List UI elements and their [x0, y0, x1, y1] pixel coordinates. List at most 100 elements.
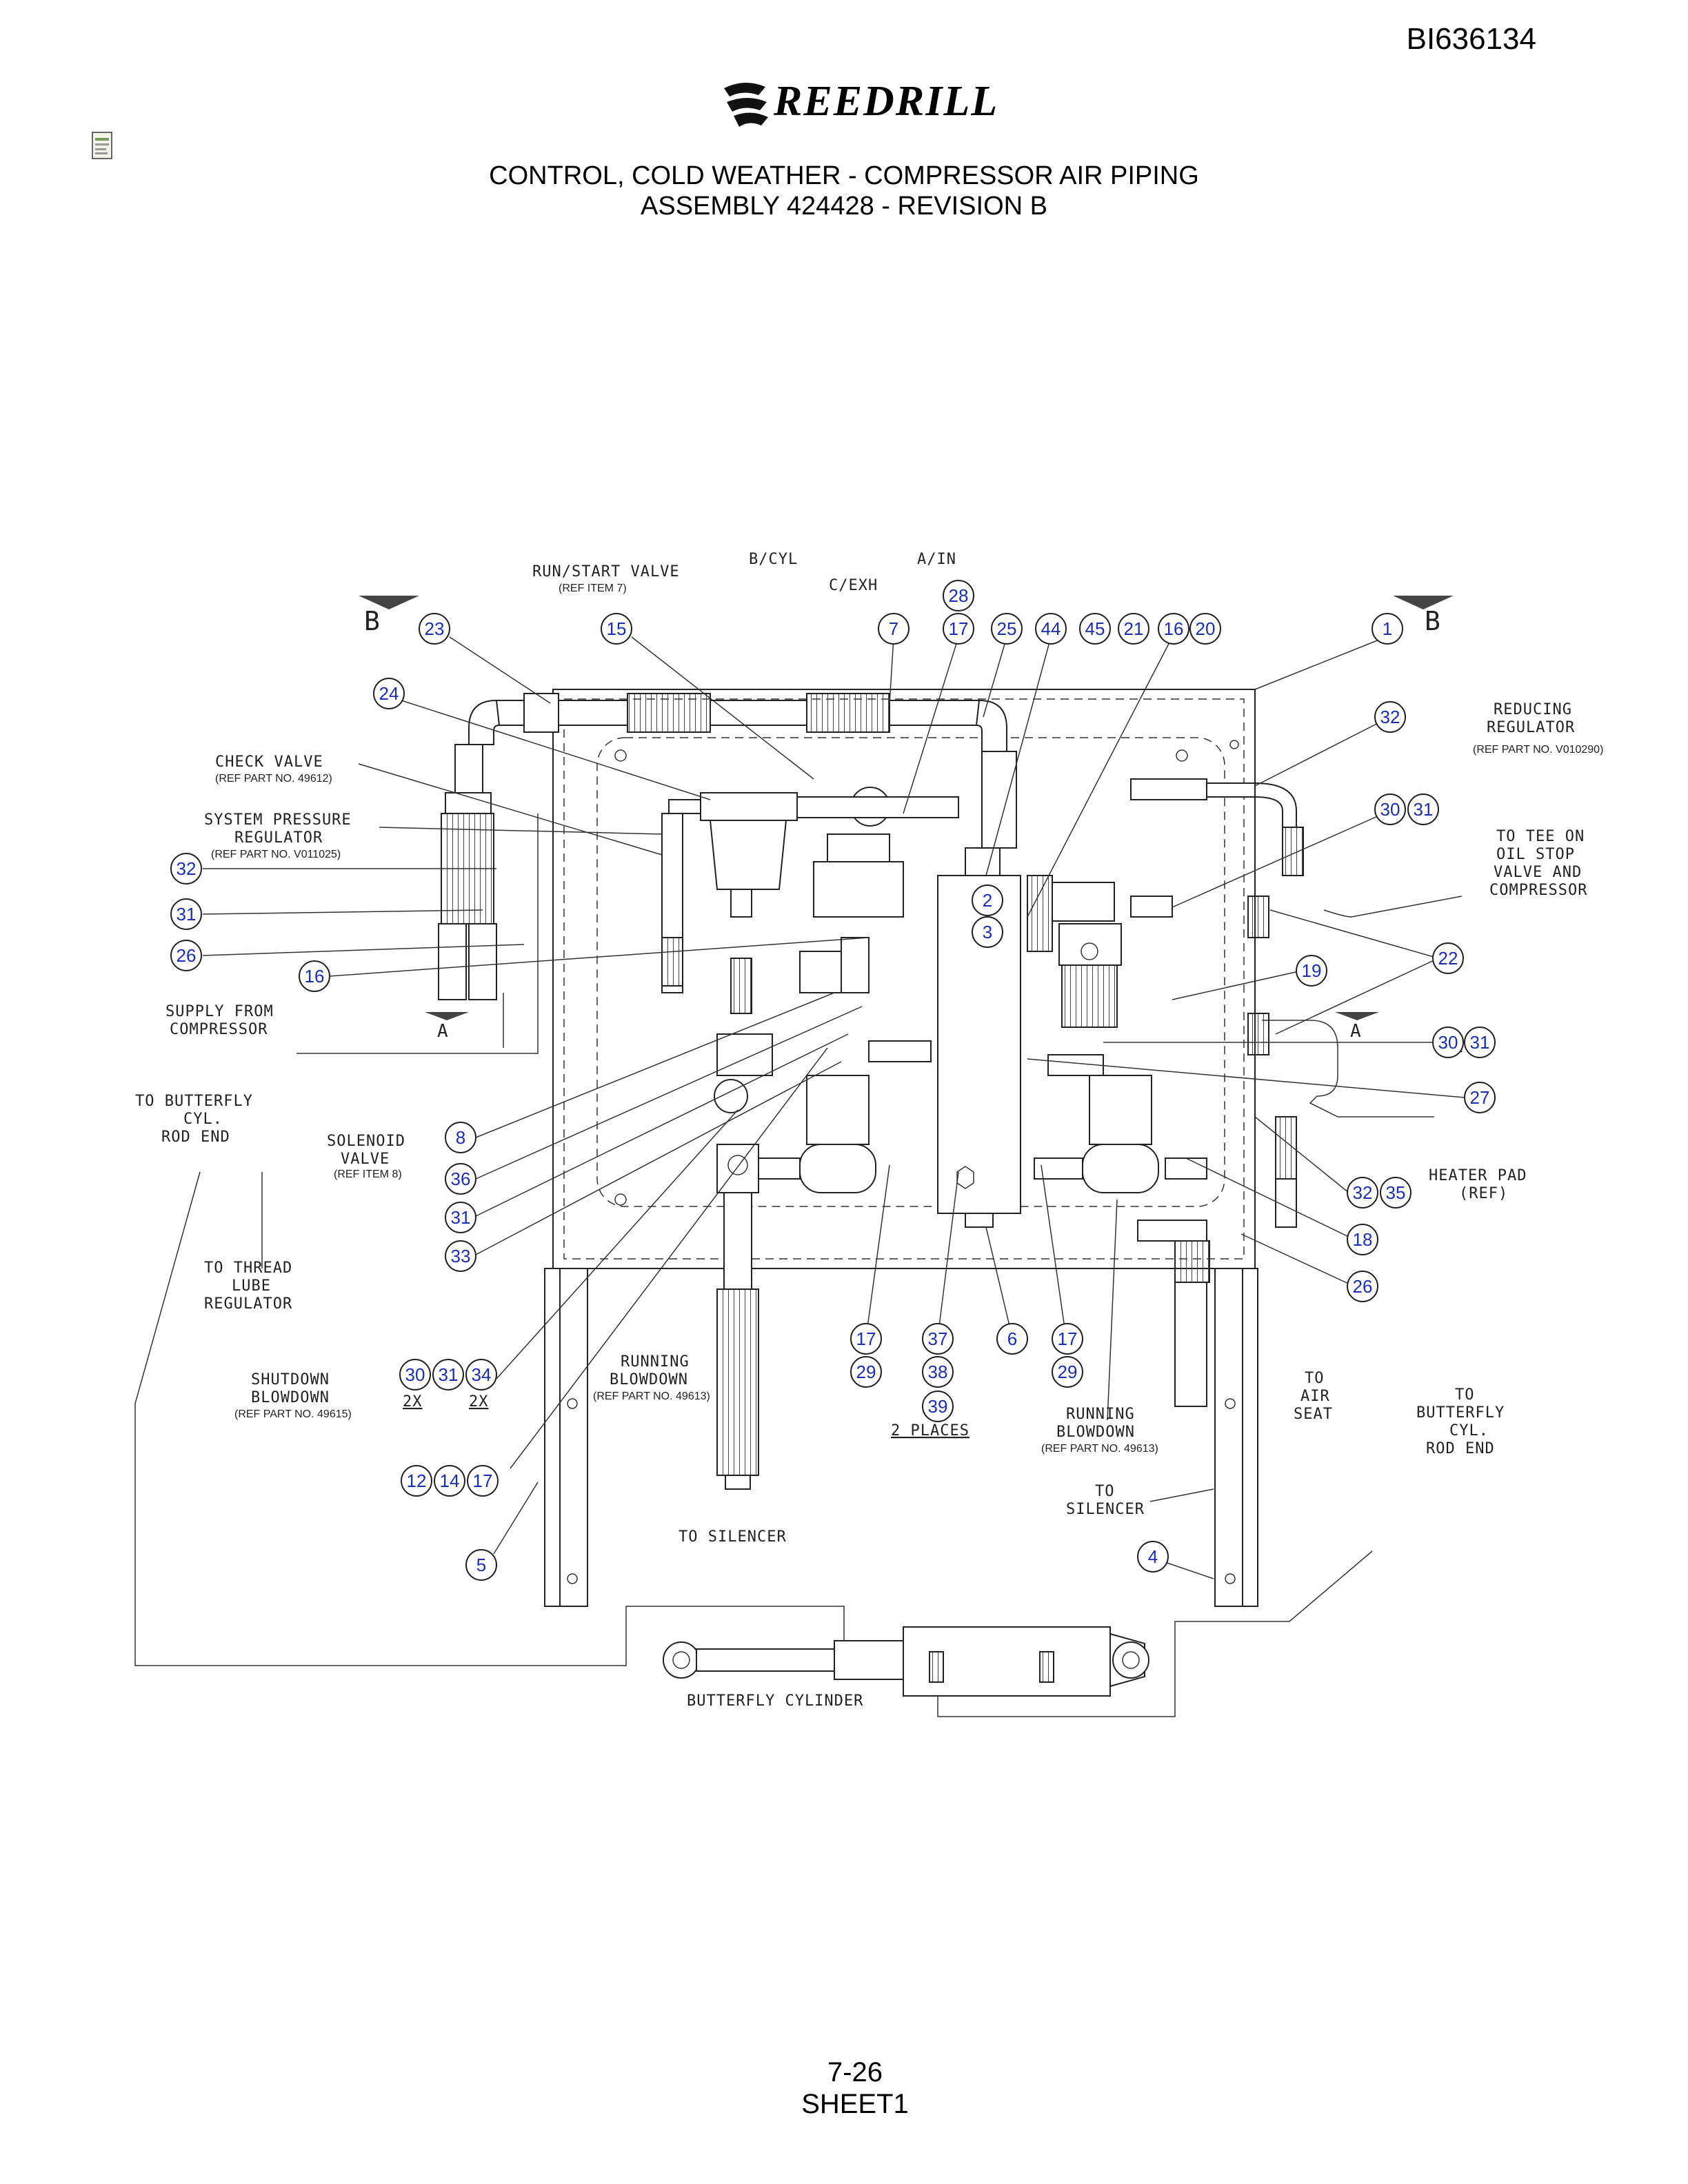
section-b-left: B — [364, 606, 381, 636]
svg-text:24: 24 — [379, 683, 399, 704]
callout-17-b: 17 — [1052, 1323, 1083, 1355]
svg-text:22: 22 — [1438, 948, 1458, 969]
callout-4: 4 — [1137, 1541, 1169, 1573]
label-butterfly: BUTTERFLY — [1416, 1404, 1505, 1422]
svg-text:14: 14 — [440, 1470, 460, 1491]
svg-text:1: 1 — [1383, 618, 1392, 639]
mounting-panel — [552, 689, 1256, 1269]
label-c-exh: C/EXH — [829, 577, 878, 594]
page-number: 7-26 — [827, 2057, 883, 2087]
svg-text:32: 32 — [177, 858, 197, 879]
logo-wordmark: REEDRILL — [774, 78, 999, 125]
label-rod-end: ROD END — [161, 1129, 230, 1146]
callout-8: 8 — [445, 1122, 476, 1153]
label-run-start-ref: (REF ITEM 7) — [559, 583, 627, 594]
svg-text:44: 44 — [1041, 618, 1061, 639]
label-2x-a: 2X — [403, 1393, 423, 1410]
support-legs — [544, 1268, 1258, 1607]
svg-text:31: 31 — [177, 904, 197, 924]
svg-text:30: 30 — [405, 1364, 425, 1385]
svg-text:31: 31 — [451, 1207, 471, 1228]
label-regulator-3: REGULATOR — [1487, 719, 1575, 736]
label-reducing: REDUCING — [1494, 701, 1572, 718]
label-to-butterfly: TO BUTTERFLY — [135, 1093, 253, 1110]
svg-text:18: 18 — [1353, 1229, 1373, 1250]
svg-text:16: 16 — [305, 966, 325, 987]
svg-text:20: 20 — [1196, 618, 1216, 639]
section-b-right: B — [1425, 606, 1441, 636]
callout-37: 37 — [922, 1323, 954, 1355]
reedrill-logo — [724, 82, 768, 127]
svg-text:30: 30 — [1380, 799, 1400, 820]
svg-text:27: 27 — [1470, 1087, 1490, 1108]
label-to: TO — [1095, 1483, 1115, 1500]
callout-35: 35 — [1380, 1177, 1411, 1209]
document-icon[interactable] — [90, 131, 117, 161]
sheet-label: SHEET1 — [801, 2089, 909, 2119]
butterfly-cylinder-drawing — [663, 1626, 1149, 1697]
callout-31-d: 31 — [445, 1202, 476, 1233]
callout-14: 14 — [434, 1465, 465, 1497]
label-cyl: CYL. — [183, 1111, 223, 1128]
svg-text:3: 3 — [983, 922, 992, 942]
label-seat: SEAT — [1294, 1406, 1333, 1423]
label-silencer: SILENCER — [1066, 1501, 1145, 1518]
svg-text:7: 7 — [889, 618, 898, 639]
callout-19: 19 — [1296, 955, 1327, 987]
label-supply-from: SUPPLY FROM — [165, 1003, 274, 1020]
label-blowdown-2: BLOWDOWN — [1056, 1424, 1135, 1441]
callout-29-a: 29 — [850, 1356, 882, 1388]
svg-text:31: 31 — [1470, 1032, 1490, 1053]
callout-24: 24 — [373, 678, 405, 709]
callout-31-b: 31 — [1464, 1027, 1496, 1058]
section-a-left: A — [437, 1021, 449, 1042]
routing-lines — [134, 813, 1463, 1717]
label-regulator-2: REGULATOR — [204, 1295, 292, 1313]
svg-text:6: 6 — [1007, 1328, 1017, 1349]
callout-34: 34 — [465, 1359, 497, 1391]
callout-16-left: 16 — [299, 960, 330, 992]
callout-30-b: 30 — [1432, 1027, 1464, 1058]
callout-31-c: 31 — [170, 898, 202, 930]
section-a-right: A — [1350, 1021, 1362, 1042]
label-ref: (REF) — [1459, 1185, 1508, 1202]
label-compressor: COMPRESSOR — [170, 1021, 268, 1038]
callout-26-left: 26 — [170, 940, 202, 971]
svg-text:17: 17 — [949, 618, 969, 639]
label-reducing-ref: (REF PART NO. V010290) — [1473, 744, 1603, 756]
label-system-pressure-ref: (REF PART NO. V011025) — [211, 849, 341, 860]
callout-23: 23 — [419, 613, 450, 645]
svg-text:29: 29 — [1058, 1362, 1078, 1382]
callout-12: 12 — [401, 1465, 432, 1497]
label-to-silencer: TO SILENCER — [679, 1528, 787, 1546]
callout-26-right: 26 — [1347, 1271, 1378, 1302]
callout-31-a: 31 — [1407, 793, 1439, 825]
svg-text:37: 37 — [928, 1328, 948, 1349]
callout-22: 22 — [1432, 942, 1464, 974]
label-2-places: 2 PLACES — [891, 1422, 969, 1439]
callout-21: 21 — [1118, 613, 1149, 645]
callout-15: 15 — [601, 613, 632, 645]
svg-text:28: 28 — [949, 585, 969, 606]
label-compressor-2: COMPRESSOR — [1489, 882, 1587, 899]
document-id: BI636134 — [1406, 22, 1536, 56]
callout-32-a: 32 — [1374, 701, 1406, 733]
run-start-valve-body — [778, 787, 959, 918]
svg-text:4: 4 — [1148, 1546, 1158, 1567]
leader-lines — [202, 636, 1465, 1579]
manifold — [937, 751, 1021, 1228]
svg-text:32: 32 — [1353, 1182, 1373, 1203]
callout-44: 44 — [1035, 613, 1067, 645]
callout-45: 45 — [1079, 613, 1111, 645]
svg-text:15: 15 — [607, 618, 627, 639]
svg-text:23: 23 — [425, 618, 445, 639]
label-running-ref-2: (REF PART NO. 49613) — [1041, 1443, 1158, 1455]
svg-text:21: 21 — [1124, 618, 1144, 639]
svg-text:5: 5 — [476, 1555, 486, 1575]
callout-30-a: 30 — [1374, 793, 1406, 825]
label-valve-and: VALVE AND — [1494, 864, 1582, 881]
diagram-labels: RUN/START VALVE (REF ITEM 7) B/CYL A/IN … — [135, 551, 1603, 1710]
label-heater-pad: HEATER PAD — [1429, 1167, 1527, 1184]
callout-17-c: 17 — [467, 1465, 499, 1497]
